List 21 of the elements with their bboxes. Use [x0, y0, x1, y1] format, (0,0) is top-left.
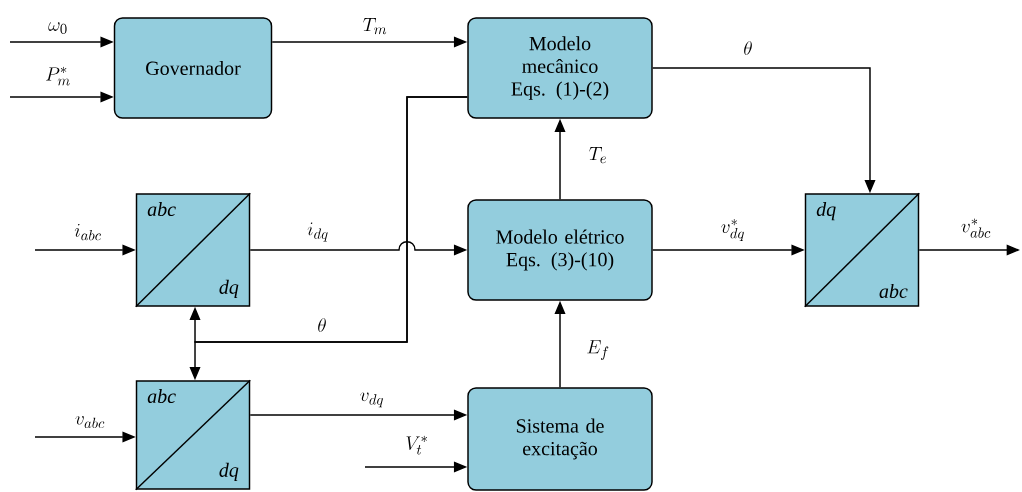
- process-box: Modelo elétrico Eqs. (3)-(10): [467, 199, 653, 301]
- edge-label: $T_m$: [363, 18, 387, 35]
- edge-label: $v_{dq}^*$: [721, 219, 745, 241]
- edge-label: $\theta$: [744, 41, 752, 55]
- edge-label: $v_{dq}$: [360, 392, 384, 408]
- edge-label: $E_f$: [587, 340, 609, 360]
- process-box: Modelo mecânico Eqs. (1)-(2): [467, 17, 653, 119]
- edge-label: $i_{abc}$: [74, 223, 101, 241]
- edge-label: $\theta$: [318, 318, 326, 332]
- converter-block: abc dq: [135, 192, 251, 308]
- edge-label: $V_t^*$: [406, 435, 427, 455]
- edge-label: $\omega_0$: [48, 22, 67, 34]
- process-box: Sistema de excitação: [467, 387, 653, 491]
- edge-label: $v_{abc}^*$: [961, 218, 991, 238]
- edge-label: $T_e$: [589, 147, 607, 164]
- process-box: Governador: [113, 17, 273, 119]
- edge-label: $v_{abc}$: [75, 415, 105, 429]
- edge-label: $i_{dq}$: [307, 222, 328, 242]
- converter-block: dq abc: [804, 192, 920, 308]
- converter-block: abc dq: [135, 379, 251, 491]
- edge-label: $P_m^*$: [46, 66, 70, 86]
